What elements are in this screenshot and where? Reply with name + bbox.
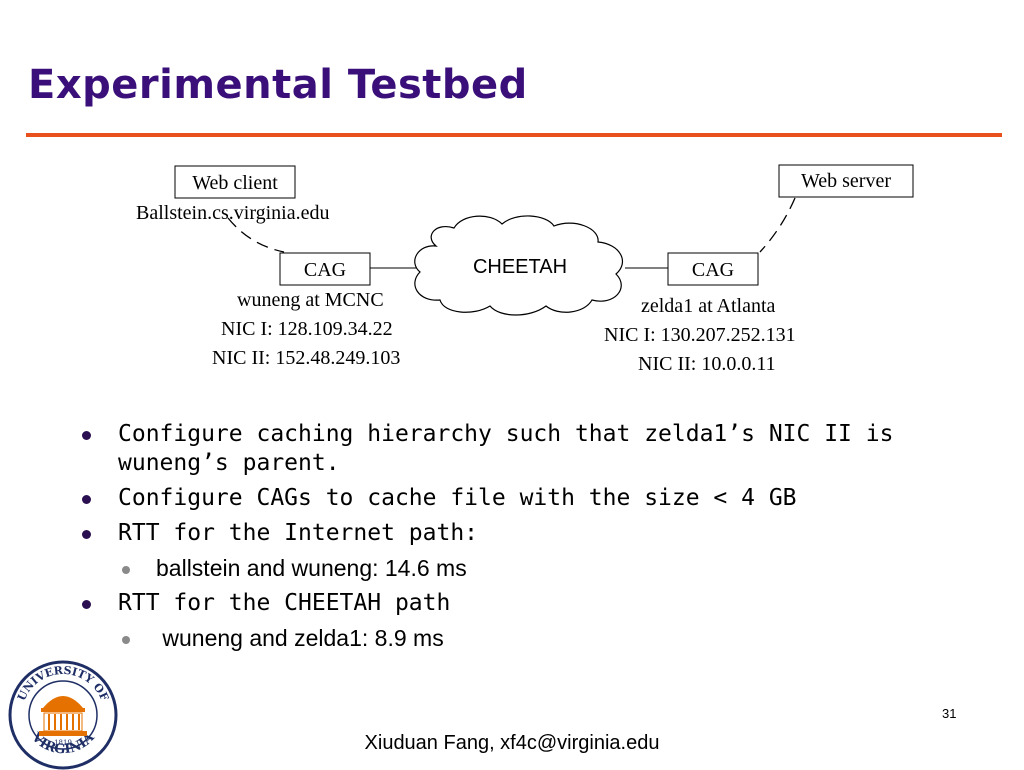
sub-bullet-text: wuneng and zelda1: 8.9 ms (156, 625, 444, 651)
right-cag-box (667, 252, 759, 286)
sub-bullet-item: ballstein and wuneng: 14.6 ms (80, 554, 980, 583)
bullet-item: Configure caching hierarchy such that ze… (80, 420, 980, 478)
bullet-text: Configure CAGs to cache file with the si… (118, 485, 797, 511)
internet-path-left (227, 217, 285, 253)
web-server-label: Web server (801, 170, 891, 192)
left-cag-line-3: NIC II: 152.48.249.103 (212, 347, 401, 369)
slide-footer: Xiuduan Fang, xf4c@virginia.edu (364, 732, 660, 754)
left-cag-label: CAG (304, 259, 346, 281)
web-client-host: Ballstein.cs.virginia.edu (136, 202, 330, 224)
title-divider (26, 133, 1002, 137)
web-client-box (174, 165, 296, 199)
sub-bullet-dot-icon (122, 636, 130, 644)
right-cag-line-1: zelda1 at Atlanta (641, 295, 776, 317)
slide-title: Experimental Testbed (28, 62, 528, 108)
left-cag-line-2: NIC I: 128.109.34.22 (221, 318, 393, 340)
sub-bullet-dot-icon (122, 566, 130, 574)
sub-bullet-text: ballstein and wuneng: 14.6 ms (156, 555, 467, 581)
right-cag-line-3: NIC II: 10.0.0.11 (638, 353, 776, 375)
cloud-label: CHEETAH (473, 256, 567, 278)
cheetah-cloud (414, 215, 623, 316)
web-server-box (778, 164, 914, 198)
slide-number: 31 (942, 706, 957, 721)
bullet-dot-icon (82, 530, 91, 539)
bullet-dot-icon (82, 495, 91, 504)
bullet-dot-icon (82, 431, 91, 440)
bullet-text: RTT for the Internet path: (118, 520, 479, 546)
bullet-text: RTT for the CHEETAH path (118, 590, 451, 616)
bullet-dot-icon (82, 600, 91, 609)
sub-bullet-item: wuneng and zelda1: 8.9 ms (80, 624, 980, 653)
bullet-item: Configure CAGs to cache file with the si… (80, 484, 980, 513)
left-cag-line-1: wuneng at MCNC (237, 289, 384, 311)
network-diagram: Web client Web server CAG CAG CHEETAH (174, 164, 914, 316)
bullet-text: Configure caching hierarchy such that ze… (118, 421, 894, 476)
right-cag-label: CAG (692, 259, 734, 281)
bullet-list: Configure caching hierarchy such that ze… (80, 420, 980, 659)
internet-path-right (759, 197, 796, 253)
web-client-label: Web client (192, 172, 278, 194)
bullet-item: RTT for the Internet path: (80, 519, 980, 548)
bullet-item: RTT for the CHEETAH path (80, 589, 980, 618)
seal-year: 1819 (54, 739, 72, 747)
left-cag-box (279, 252, 371, 286)
right-cag-line-2: NIC I: 130.207.252.131 (604, 324, 796, 346)
